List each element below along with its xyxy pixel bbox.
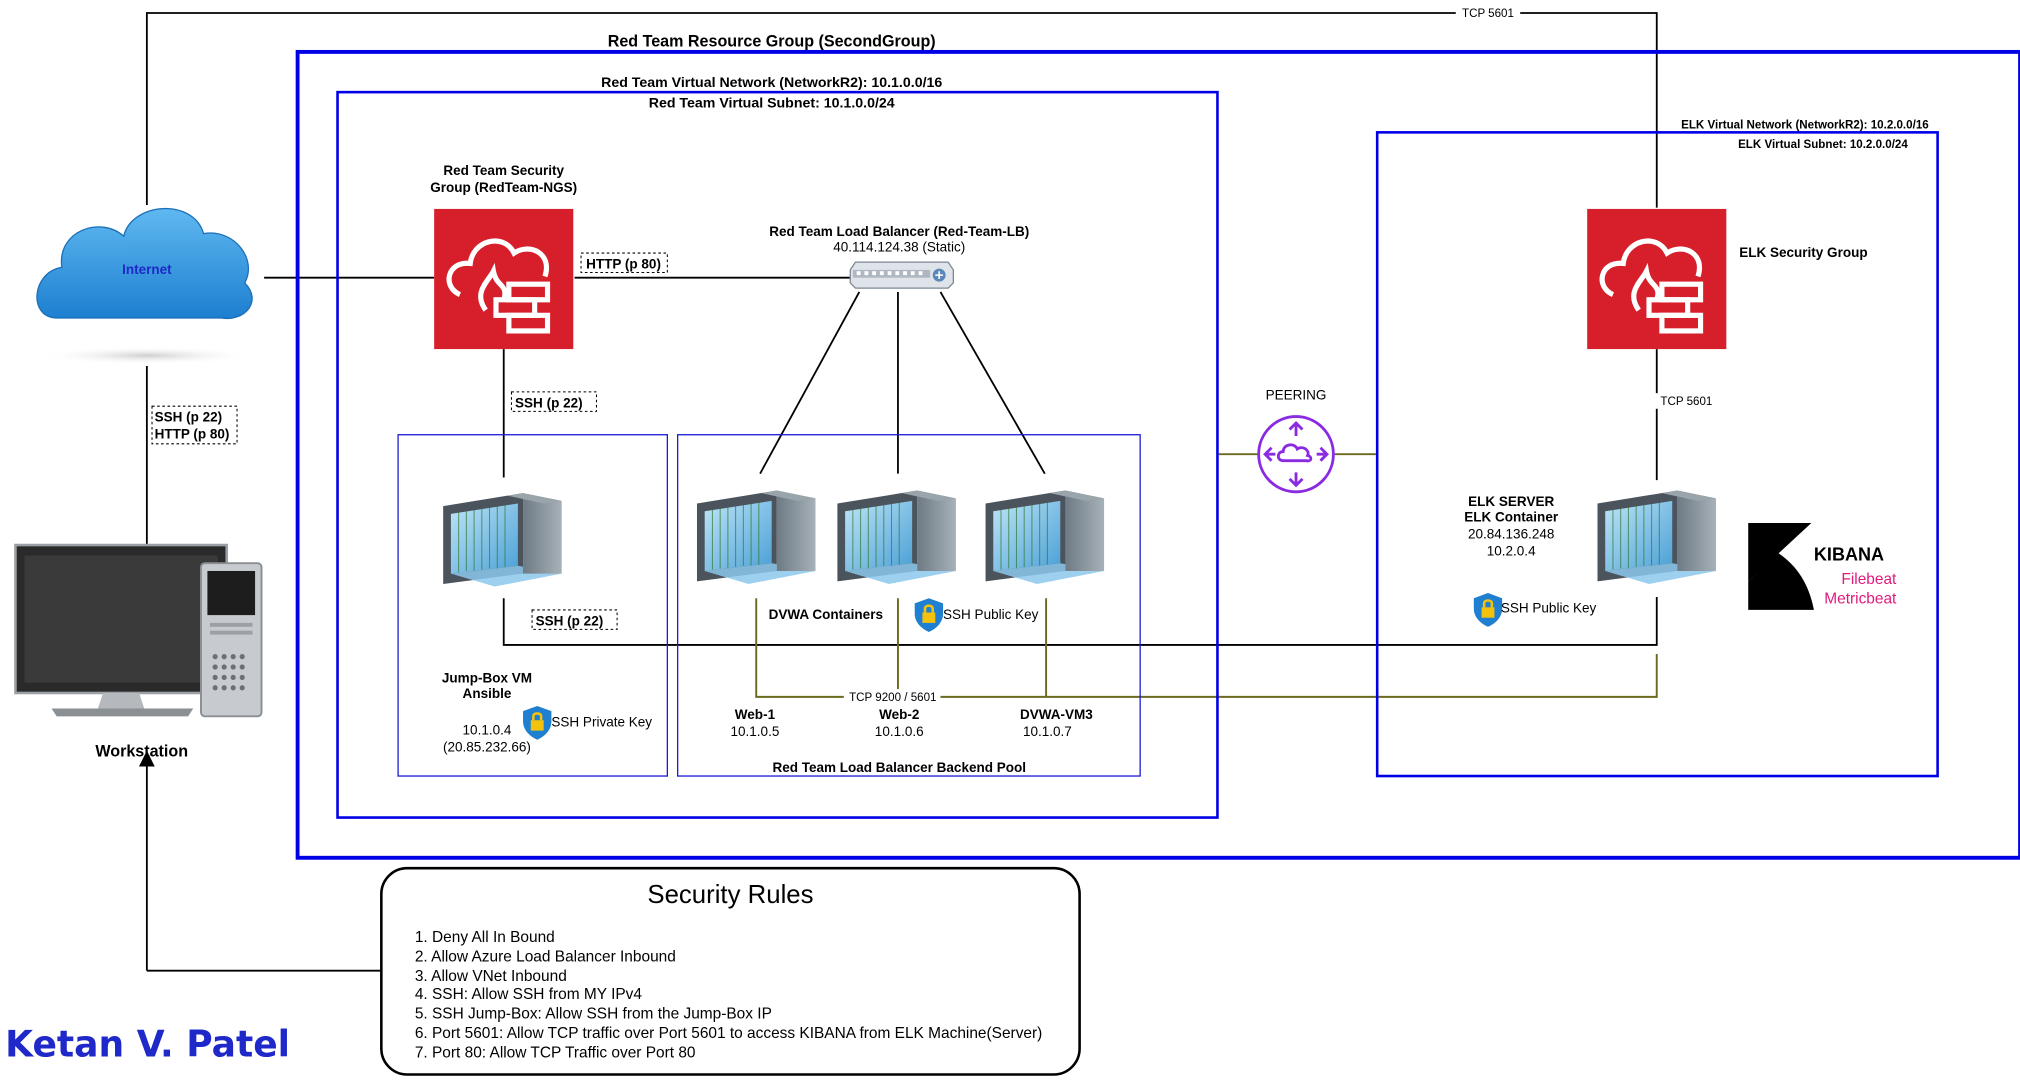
security-rule-item: 2. Allow Azure Load Balancer Inbound: [415, 949, 676, 966]
web2-name: Web-2: [879, 707, 919, 722]
security-rule-item: 4. SSH: Allow SSH from MY IPv4: [415, 986, 643, 1003]
svg-text:TCP 5601: TCP 5601: [1462, 7, 1514, 20]
red-subnet-title: Red Team Virtual Subnet: 10.1.0.0/24: [649, 96, 895, 112]
web1-ip: 10.1.0.5: [731, 724, 780, 739]
jumpbox-public-ip: (20.85.232.66): [443, 739, 531, 754]
svg-text:TCP 5601: TCP 5601: [1660, 395, 1712, 408]
port-label-tcp-elk: TCP 5601: [1655, 393, 1720, 409]
security-rule-item: 6. Port 5601: Allow TCP traffic over Por…: [415, 1025, 1042, 1042]
connection-lines: [138, 12, 1658, 972]
web2-vm-icon: [836, 489, 957, 585]
red-nsg-label-2: Group (RedTeam-NGS): [430, 180, 577, 195]
peering-label: PEERING: [1266, 388, 1327, 403]
svg-text:SSH (p 22): SSH (p 22): [515, 395, 583, 410]
red-nsg-label-1: Red Team Security: [443, 163, 564, 178]
internet-label: Internet: [122, 262, 172, 277]
web1-name: Web-1: [735, 707, 776, 722]
security-rule-item: 5. SSH Jump-Box: Allow SSH from the Jump…: [415, 1006, 772, 1023]
internet-cloud: Internet: [36, 207, 256, 365]
jumpbox-vm-icon: [442, 492, 563, 588]
security-rule-item: 7. Port 80: Allow TCP Traffic over Port …: [415, 1045, 696, 1062]
red-vnet-title: Red Team Virtual Network (NetworkR2): 10…: [601, 75, 942, 91]
security-rules-title: Security Rules: [647, 881, 813, 909]
elk-vnet-border: [1375, 131, 1939, 778]
author-name: Ketan V. Patel: [5, 1022, 290, 1065]
security-rule-item: 1. Deny All In Bound: [415, 929, 555, 946]
load-balancer-icon: [849, 261, 954, 289]
red-nsg-firewall-icon: [434, 209, 573, 349]
elk-vnet-title: ELK Virtual Network (NetworkR2): 10.2.0.…: [1681, 118, 1929, 131]
olive-lines: [755, 453, 1658, 698]
port-label-tcp-top: TCP 5601: [1455, 5, 1521, 21]
web1-vm-icon: [696, 489, 817, 585]
dvwa-containers-label: DVWA Containers: [769, 607, 883, 622]
elk-server-label: ELK SERVER: [1468, 494, 1554, 509]
elk-key-label: SSH Public Key: [1501, 600, 1597, 615]
kibana-wordmark: KIBANA: [1814, 545, 1884, 565]
jumpbox-key-shield-icon: [521, 704, 553, 741]
security-rules-box: [380, 866, 1081, 1076]
jumpbox-role: Ansible: [463, 686, 512, 701]
kibana-logo-icon: [1748, 522, 1814, 610]
elk-nsg-label: ELK Security Group: [1739, 245, 1867, 260]
resource-group-title: Red Team Resource Group (SecondGroup): [608, 33, 936, 51]
svg-text:HTTP (p 80): HTTP (p 80): [155, 427, 230, 442]
peering-icon: [1257, 415, 1335, 494]
elk-container-label: ELK Container: [1464, 510, 1559, 525]
elk-nsg-firewall-icon: [1587, 209, 1726, 349]
svg-text:SSH (p 22): SSH (p 22): [536, 613, 604, 628]
dvwa-key-shield-icon: [913, 596, 945, 634]
jumpbox-ip: 10.1.0.4: [463, 722, 512, 737]
port-label-tcp-bottom: TCP 9200 / 5601: [843, 689, 941, 705]
dvwa-vm3-ip: 10.1.0.7: [1023, 724, 1072, 739]
elk-key-shield-icon: [1472, 591, 1504, 629]
workstation-label: Workstation: [95, 743, 188, 761]
port-label-ssh-nsg: SSH (p 22): [510, 391, 597, 412]
filebeat-label: Filebeat: [1841, 571, 1897, 588]
elk-private-ip: 10.2.0.4: [1487, 543, 1536, 558]
elk-server-vm-icon: [1596, 489, 1717, 585]
metricbeat-label: Metricbeat: [1824, 590, 1897, 607]
svg-text:TCP 9200 / 5601: TCP 9200 / 5601: [849, 691, 936, 704]
elk-public-ip: 20.84.136.248: [1468, 527, 1554, 542]
dvwa-vm3-name: DVWA-VM3: [1020, 707, 1093, 722]
web2-ip: 10.1.0.6: [875, 724, 924, 739]
svg-text:HTTP (p 80): HTTP (p 80): [586, 257, 661, 272]
jumpbox-key-label: SSH Private Key: [551, 715, 652, 730]
backend-pool-border: [677, 434, 1141, 777]
dvwa-key-label: SSH Public Key: [943, 607, 1039, 622]
workstation-icon: [14, 543, 263, 718]
svg-text:SSH (p 22): SSH (p 22): [155, 410, 223, 425]
jumpbox-subnet-border: [397, 434, 668, 777]
port-label-ssh-jump: SSH (p 22): [531, 609, 618, 630]
load-balancer-ip: 40.114.124.38 (Static): [833, 240, 965, 255]
port-label-workstation: SSH (p 22) HTTP (p 80): [151, 405, 238, 445]
backend-pool-label: Red Team Load Balancer Backend Pool: [772, 760, 1026, 775]
load-balancer-name: Red Team Load Balancer (Red-Team-LB): [769, 224, 1029, 239]
security-rules-list: 1. Deny All In Bound 2. Allow Azure Load…: [415, 929, 1042, 1062]
jumpbox-name: Jump-Box VM: [442, 671, 532, 686]
security-rule-item: 3. Allow VNet Inbound: [415, 968, 567, 985]
elk-subnet-title: ELK Virtual Subnet: 10.2.0.0/24: [1738, 138, 1908, 151]
dvwa-vm3-icon: [984, 489, 1105, 585]
port-label-http-nsg: HTTP (p 80): [580, 252, 668, 274]
red-vnet-border: [336, 90, 1219, 819]
resource-group-border: [295, 49, 2020, 860]
